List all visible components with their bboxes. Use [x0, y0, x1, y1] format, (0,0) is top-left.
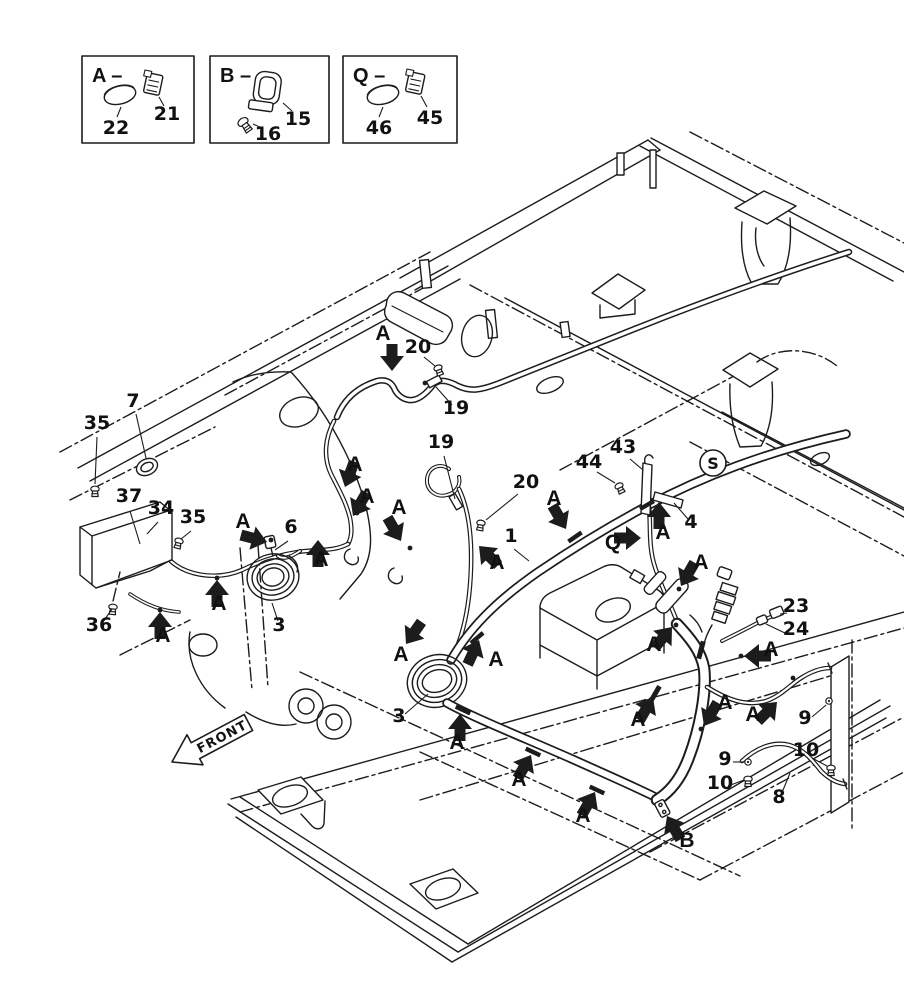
view-letter-label: A	[511, 768, 526, 791]
part-number-callout: 6	[284, 516, 297, 538]
part-number-callout: 20	[405, 336, 431, 358]
view-letter-label: A	[693, 551, 708, 574]
part-number-callout: 24	[783, 618, 809, 640]
legend-part-number: 16	[255, 123, 281, 145]
hardware-parts	[79, 363, 848, 818]
view-letter-label: A	[546, 487, 561, 510]
part-number-callout: 9	[718, 748, 731, 770]
view-letter-label: B	[679, 829, 694, 852]
part-number-callout: 8	[772, 786, 785, 808]
view-letter-label: A	[391, 496, 406, 519]
wiring-harness-artwork	[115, 248, 853, 807]
part-number-callout: 1	[504, 525, 517, 547]
coiled-wire-bottom	[406, 653, 468, 709]
part-number-callout: 7	[126, 390, 139, 412]
view-letter-label: A	[745, 703, 760, 726]
part-number-callout: 36	[86, 614, 112, 636]
direction-arrow-icon	[380, 344, 404, 371]
part-number-callout: 34	[148, 497, 174, 519]
legend-label-a: A –	[92, 65, 122, 87]
view-letter-label: A	[155, 624, 170, 647]
view-letter-label: A	[393, 643, 408, 666]
machine-frame-artwork	[59, 131, 904, 963]
section-marker-s: S	[699, 449, 727, 477]
legend-box-b: B – 15 16	[209, 55, 330, 145]
view-letter-label: A	[347, 453, 362, 476]
legend-part-number: 22	[103, 117, 129, 139]
front-direction-arrow: FRONT	[171, 713, 254, 766]
legend-box-a: A – 22 21	[81, 55, 195, 144]
legend-part-number: 15	[285, 108, 311, 130]
part-number-callout: 19	[428, 431, 454, 453]
view-letter-label: A	[488, 648, 503, 671]
part-number-callout: 19	[443, 397, 469, 419]
view-letter-label: A	[359, 485, 374, 508]
part-number-callout: 35	[84, 412, 110, 434]
part-number-callout: 10	[793, 739, 819, 761]
harness-end-bracket	[654, 799, 671, 818]
legend-part-number: 21	[154, 103, 180, 125]
view-letter-label: A	[763, 638, 778, 661]
part-number-callout: 10	[707, 772, 733, 794]
legend-box-q: Q – 46 45	[342, 55, 458, 144]
view-letter-label: A	[211, 592, 226, 615]
view-letter-label: A	[375, 322, 390, 345]
part-number-callout: 37	[116, 485, 142, 507]
part-number-callout: 4	[684, 511, 697, 533]
leader-lines	[94, 356, 828, 796]
bracket-34	[79, 501, 173, 602]
view-letter-label: A	[630, 708, 645, 731]
part-number-callout: 20	[513, 471, 539, 493]
legend-label-b: B –	[220, 65, 251, 87]
view-letter-label: A	[313, 548, 328, 571]
view-letter-label: A	[646, 633, 661, 656]
part-number-callout: 35	[180, 506, 206, 528]
view-letter-label: A	[717, 691, 732, 714]
part-number-callout: 9	[798, 707, 811, 729]
part-number-callout: 3	[272, 614, 285, 636]
part-number-callout: 3	[392, 705, 405, 727]
view-letter-label: A	[235, 510, 250, 533]
part-number-callout: 43	[610, 436, 636, 458]
view-letter-label: A	[449, 731, 464, 754]
coiled-wire-left	[246, 553, 300, 601]
view-letter-label: A	[489, 551, 504, 574]
legend-label-q: Q –	[353, 65, 385, 87]
view-letter-label: A	[655, 521, 670, 544]
section-marker-label: S	[707, 454, 719, 473]
legend-part-number: 45	[417, 107, 443, 129]
view-letter-label: A	[575, 804, 590, 827]
part-number-callout: 44	[576, 451, 602, 473]
view-letter-label: Q	[605, 531, 621, 554]
part-number-callout: 23	[783, 595, 809, 617]
legend-part-number: 46	[366, 117, 392, 139]
